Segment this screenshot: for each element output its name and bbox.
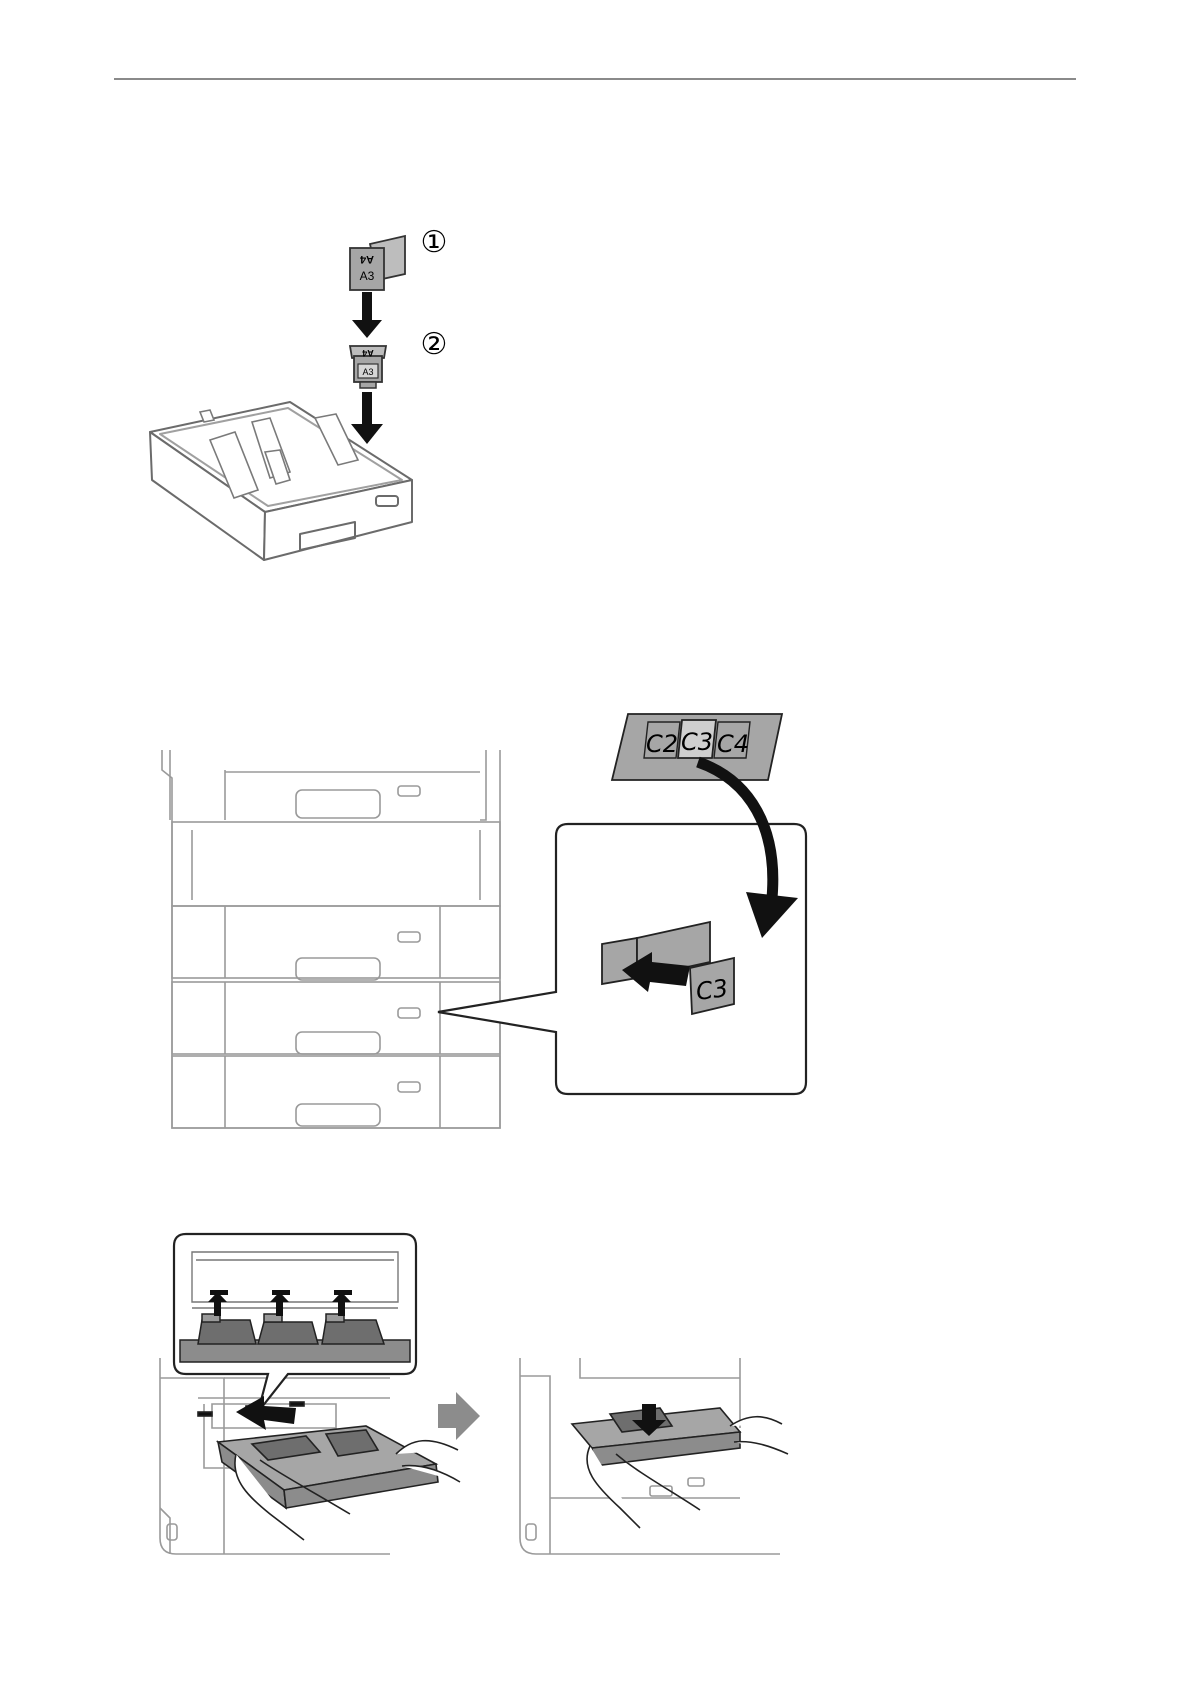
holder-label-a3: A3 (362, 367, 373, 377)
header-rule (114, 78, 1076, 80)
arrow-down-icon (351, 392, 383, 444)
c3-card-text: C3 (694, 974, 730, 1006)
next-step-arrow-icon (438, 1392, 480, 1440)
size-label-card: A4 A3 (350, 236, 405, 290)
c3-label-card: C3 (690, 958, 734, 1014)
label-a3: A3 (360, 269, 375, 283)
sticker-c2: C2 (646, 730, 678, 758)
holder-label-a4: A4 (362, 348, 374, 358)
arrow-down-icon (352, 292, 382, 338)
figure-cassette-label: A4 A3 ① A4 A3 ② (140, 222, 480, 574)
figure-output-tray (140, 1228, 840, 1568)
printer-cassette-stack (162, 750, 500, 1128)
size-sticker-sheet: C2 C3 C4 (612, 714, 782, 780)
step-1-marker: ① (421, 225, 448, 260)
sticker-c4: C4 (717, 730, 749, 758)
figure-cassette-stack: C3 C2 C3 C4 (150, 700, 830, 1130)
sticker-c3: C3 (681, 728, 713, 756)
size-label-holder: A4 A3 (350, 346, 386, 388)
label-a4-rotated: A4 (359, 253, 374, 265)
step-2-marker: ② (421, 327, 448, 362)
